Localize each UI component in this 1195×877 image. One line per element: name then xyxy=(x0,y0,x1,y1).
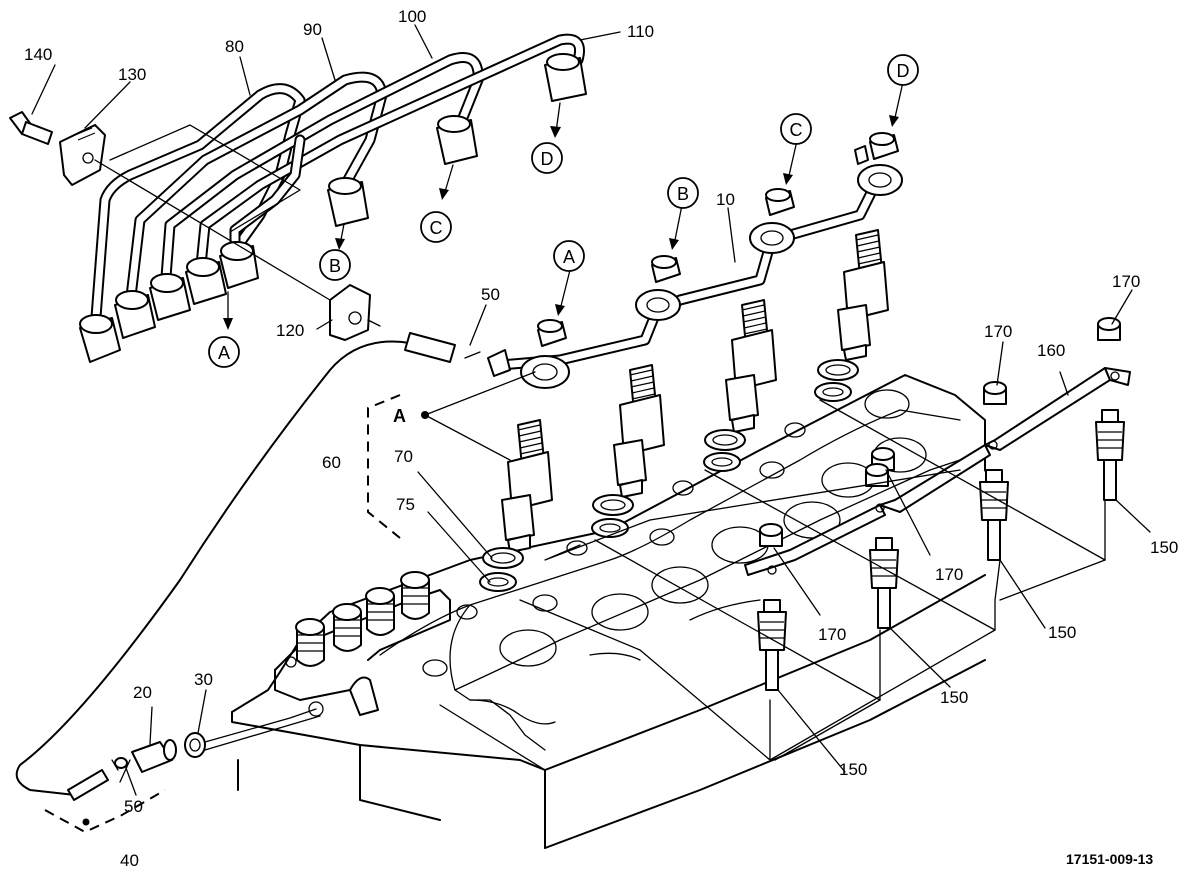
pipe-nut xyxy=(114,290,156,339)
seal-70 xyxy=(704,429,746,451)
callout-80: 80 xyxy=(225,37,244,56)
banjo-nut xyxy=(869,132,899,160)
nut-170 xyxy=(759,523,783,547)
callout-60: 60 xyxy=(322,453,341,472)
pipe-nut xyxy=(185,257,227,305)
bolt-140 xyxy=(9,111,53,145)
banjo-bolt-20 xyxy=(114,739,177,773)
ref-circle-b-upper: B xyxy=(667,177,699,209)
svg-text:C: C xyxy=(430,218,443,238)
ref-circle-a-lower-left: A xyxy=(208,336,240,368)
ref-circle-b-left: B xyxy=(319,249,351,281)
pipe-nut xyxy=(149,273,191,321)
hose-60-dimension-bracket xyxy=(367,394,401,539)
ref-circle-c-left: C xyxy=(420,211,452,243)
callout-70: 70 xyxy=(394,447,413,466)
seal-75 xyxy=(479,572,517,592)
callout-150-c: 150 xyxy=(940,688,968,707)
nut-170 xyxy=(983,381,1007,405)
leak-off-pipe-10 xyxy=(487,164,903,389)
drawing-number: 17151-009-13 xyxy=(1066,851,1153,867)
glow-plug-2 xyxy=(869,537,899,629)
pipe-nut xyxy=(79,314,121,363)
callout-50-lower: 50 xyxy=(124,797,143,816)
callout-50-upper: 50 xyxy=(481,285,500,304)
detail-a-point xyxy=(421,411,429,419)
callout-170-c: 170 xyxy=(935,565,963,584)
leak-off-end xyxy=(854,145,869,165)
pipe-nut xyxy=(544,53,587,102)
svg-text:C: C xyxy=(790,120,803,140)
pump-delivery-valve xyxy=(365,587,395,636)
seal-70 xyxy=(482,547,524,569)
callout-120: 120 xyxy=(276,321,304,340)
injection-pump xyxy=(274,571,451,717)
hose-40-point xyxy=(82,818,90,826)
nut-170 xyxy=(1097,317,1121,341)
callout-100: 100 xyxy=(398,7,426,26)
callout-30: 30 xyxy=(194,670,213,689)
leader-lines xyxy=(31,24,1151,796)
callout-140: 140 xyxy=(24,45,52,64)
callout-20: 20 xyxy=(133,683,152,702)
seal-75 xyxy=(591,518,629,538)
washer-30 xyxy=(184,732,206,758)
pipe-nut xyxy=(436,115,478,165)
pipe-clamp-130 xyxy=(59,124,106,186)
banjo-nut xyxy=(537,319,567,347)
callout-130: 130 xyxy=(118,65,146,84)
injector-1 xyxy=(501,419,553,553)
reference-arrows xyxy=(223,81,904,330)
svg-text:B: B xyxy=(677,184,689,204)
seal-75 xyxy=(814,382,852,402)
injector-4 xyxy=(837,229,889,361)
callout-40: 40 xyxy=(120,851,139,870)
pipe-nut xyxy=(327,177,369,227)
hose-40-dimension-bracket xyxy=(44,789,166,834)
banjo-nut xyxy=(765,188,795,216)
callout-170-a: 170 xyxy=(1112,272,1140,291)
pipe-nut xyxy=(219,241,259,289)
glow-plug-1 xyxy=(757,599,787,691)
injector-2 xyxy=(613,364,665,498)
injector-3 xyxy=(725,299,777,433)
callout-150-a: 150 xyxy=(1150,538,1178,557)
glow-plug-bus-bar-160 xyxy=(744,367,1131,576)
callout-150-d: 150 xyxy=(839,760,867,779)
detail-label-a: A xyxy=(393,406,406,426)
callout-110: 110 xyxy=(627,22,654,41)
ref-circle-d-left: D xyxy=(531,142,563,174)
seal-70 xyxy=(817,359,859,381)
ref-circle-d-upper: D xyxy=(887,54,919,86)
pump-delivery-valve xyxy=(295,618,325,667)
glow-plug-3 xyxy=(979,469,1009,561)
callout-150-b: 150 xyxy=(1048,623,1076,642)
pump-delivery-valve xyxy=(400,571,430,620)
svg-text:A: A xyxy=(218,343,230,363)
callout-10: 10 xyxy=(716,190,735,209)
pump-delivery-valve xyxy=(332,603,362,652)
callout-75: 75 xyxy=(396,495,415,514)
leak-off-hose xyxy=(15,332,456,801)
svg-text:D: D xyxy=(897,61,910,81)
glow-plug-4 xyxy=(1095,409,1125,501)
injection-pipe-set xyxy=(79,33,587,363)
svg-text:D: D xyxy=(541,149,554,169)
callout-160: 160 xyxy=(1037,341,1065,360)
ref-circle-a-upper: A xyxy=(553,240,585,272)
ref-circle-c-upper: C xyxy=(780,113,812,145)
cylinder-head xyxy=(231,374,1001,849)
svg-text:B: B xyxy=(329,256,341,276)
banjo-nut xyxy=(651,255,681,283)
callout-170-d: 170 xyxy=(818,625,846,644)
svg-text:A: A xyxy=(563,247,575,267)
pipe-clamp-120 xyxy=(329,284,381,341)
callout-170-b: 170 xyxy=(984,322,1012,341)
seal-70 xyxy=(592,494,634,516)
callout-90: 90 xyxy=(303,20,322,39)
seal-75 xyxy=(703,452,741,472)
